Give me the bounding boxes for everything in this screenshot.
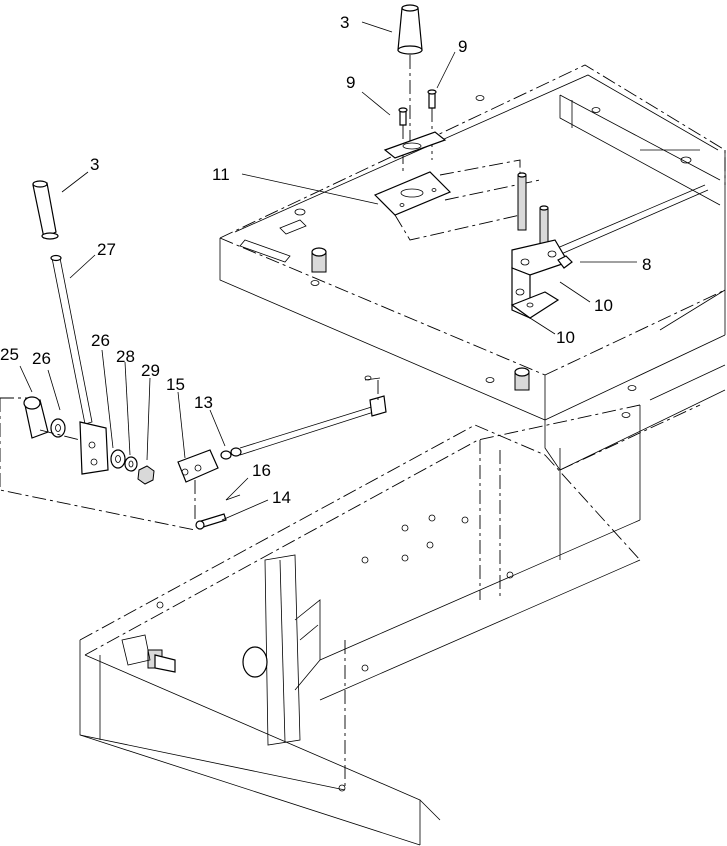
callout-3-top: 3 bbox=[340, 13, 349, 32]
callout-14: 14 bbox=[272, 488, 291, 507]
callout-13: 13 bbox=[194, 393, 213, 412]
callout-29: 29 bbox=[141, 361, 160, 380]
callout-9-right: 9 bbox=[458, 37, 467, 56]
upper-frame bbox=[219, 64, 726, 471]
lower-chassis bbox=[79, 404, 641, 846]
callout-16: 16 bbox=[252, 461, 271, 480]
callout-11: 11 bbox=[212, 165, 230, 184]
callout-25: 25 bbox=[0, 345, 19, 364]
callout-3-left: 3 bbox=[90, 155, 99, 174]
callout-10-upper: 10 bbox=[594, 296, 613, 315]
callout-labels: 3 9 9 11 3 27 8 10 10 25 26 26 28 29 15 … bbox=[0, 13, 651, 507]
lever-assembly bbox=[0, 180, 196, 531]
leader-lines bbox=[19, 21, 637, 521]
callout-8: 8 bbox=[642, 255, 651, 274]
linkage bbox=[177, 375, 387, 530]
callout-10-lower: 10 bbox=[556, 328, 575, 347]
callout-9-left: 9 bbox=[346, 73, 355, 92]
callout-26-right: 26 bbox=[91, 331, 110, 350]
bracket-assembly bbox=[510, 172, 709, 319]
callout-28: 28 bbox=[116, 347, 135, 366]
callout-15: 15 bbox=[166, 375, 185, 394]
callout-26-left: 26 bbox=[32, 349, 51, 368]
callout-27: 27 bbox=[97, 240, 116, 259]
